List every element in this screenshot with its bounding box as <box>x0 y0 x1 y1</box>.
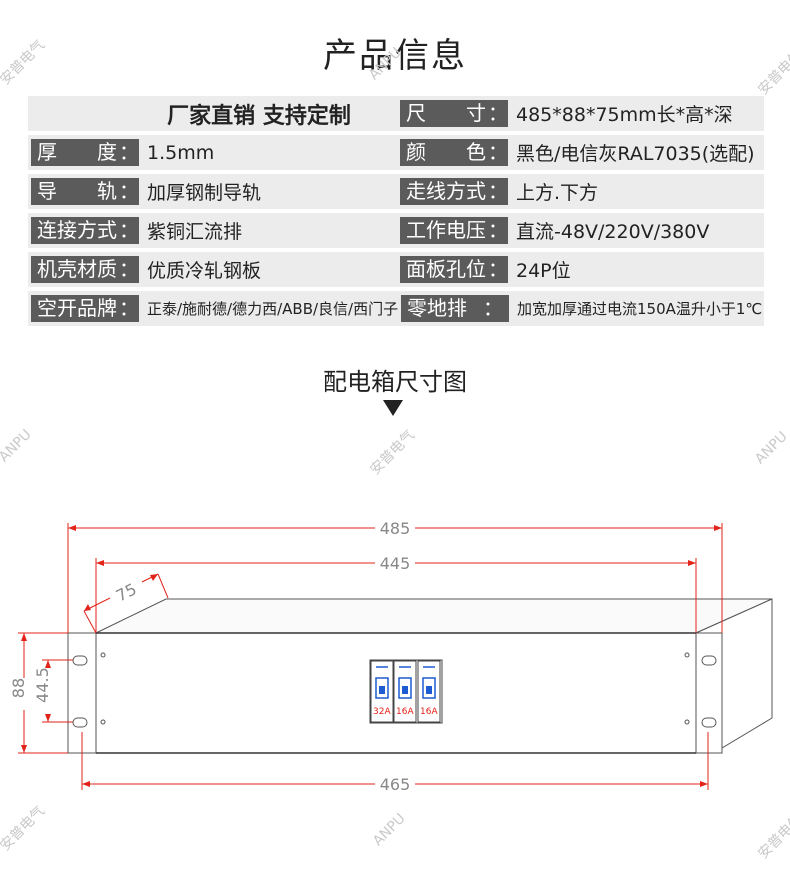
spec-label-size: 尺 寸： <box>400 100 508 127</box>
dim-depth: 75 <box>113 579 140 605</box>
watermark: ANPU <box>752 428 790 468</box>
spec-row: 连接方式： 紫铜汇流排 工作电压： 直流-48V/220V/380V <box>28 213 764 248</box>
spec-row: 厚 度： 1.5mm 颜 色： 黑色/电信灰RAL7035(选配) <box>28 135 764 170</box>
spec-value-holes: 24P位 <box>516 260 571 282</box>
mounting-slot <box>72 655 88 666</box>
mounting-slot <box>701 655 717 666</box>
watermark: 安普电气 <box>367 427 419 479</box>
spec-value-thickness: 1.5mm <box>147 141 215 164</box>
spec-row: 空开品牌： 正泰/施耐德/德力西/ABB/良信/西门子 零地排： 加宽加厚通过电… <box>28 291 764 326</box>
breaker-rating: 16A <box>420 707 438 717</box>
header-note: 厂家直销 支持定制 <box>167 103 351 129</box>
dimension-arrows <box>21 525 722 787</box>
breaker-rating: 16A <box>396 707 414 717</box>
dim-height: 88 <box>9 678 28 698</box>
enclosure-diagram: 32A 16A 16A <box>9 519 773 794</box>
watermark: ANPU <box>0 426 35 466</box>
down-arrow-icon <box>383 400 403 416</box>
spec-row: 导 轨： 加厚钢制导轨 走线方式： 上方.下方 <box>28 174 764 209</box>
screw-icon <box>100 719 106 725</box>
spec-label-color: 颜 色： <box>400 139 508 166</box>
screw-icon <box>684 652 690 658</box>
dimension-lines <box>18 523 723 790</box>
spec-label-voltage: 工作电压： <box>400 217 508 244</box>
screw-icon <box>684 719 690 725</box>
spec-value-wiring: 上方.下方 <box>516 182 599 204</box>
spec-label-thickness: 厚 度： <box>31 139 139 166</box>
page-title: 产品信息 <box>323 36 467 76</box>
spec-value-breaker-brand: 正泰/施耐德/德力西/ABB/良信/西门子 <box>147 300 399 318</box>
spec-label-connection: 连接方式： <box>31 217 139 244</box>
spec-value-voltage: 直流-48V/220V/380V <box>516 221 710 243</box>
breaker: 16A <box>417 660 441 723</box>
spec-value-material: 优质冷轧钢板 <box>147 260 262 282</box>
spec-label-holes: 面板孔位： <box>400 256 508 283</box>
breaker-group: 32A 16A 16A <box>369 659 443 724</box>
spec-label-wiring: 走线方式： <box>400 178 508 205</box>
spec-table: 厂家直销 支持定制 尺 寸： 485*88*75mm长*高*深 厚 度： 1.5… <box>28 96 764 330</box>
spec-label-breaker-brand: 空开品牌： <box>31 295 139 322</box>
spec-value-busbar: 加宽加厚通过电流150A温升小于1℃ <box>517 300 763 318</box>
spec-label-rail: 导 轨： <box>31 178 139 205</box>
breaker-rating: 32A <box>373 707 391 717</box>
mounting-slot <box>701 717 717 728</box>
spec-value-color: 黑色/电信灰RAL7035(选配) <box>516 143 755 165</box>
breaker: 16A <box>393 660 417 723</box>
dim-overall-width: 485 <box>380 519 411 538</box>
dim-mount-width: 465 <box>380 775 411 794</box>
dim-hole-spacing: 44.5 <box>33 667 52 703</box>
spec-value-connection: 紫铜汇流排 <box>147 221 243 243</box>
screw-icon <box>100 652 106 658</box>
section-title: 配电箱尺寸图 <box>323 368 467 396</box>
spec-row: 机壳材质： 优质冷轧钢板 面板孔位： 24P位 <box>28 252 764 287</box>
mounting-slot <box>72 717 88 728</box>
dim-panel-width: 445 <box>380 554 411 573</box>
enclosure-body <box>67 598 773 754</box>
spec-label-busbar: 零地排： <box>401 295 509 322</box>
spec-value-rail: 加厚钢制导轨 <box>147 182 262 204</box>
breaker: 32A <box>370 660 394 723</box>
spec-row: 厂家直销 支持定制 尺 寸： 485*88*75mm长*高*深 <box>28 96 764 131</box>
spec-value-size: 485*88*75mm长*高*深 <box>516 104 733 126</box>
spec-label-material: 机壳材质： <box>31 256 139 283</box>
